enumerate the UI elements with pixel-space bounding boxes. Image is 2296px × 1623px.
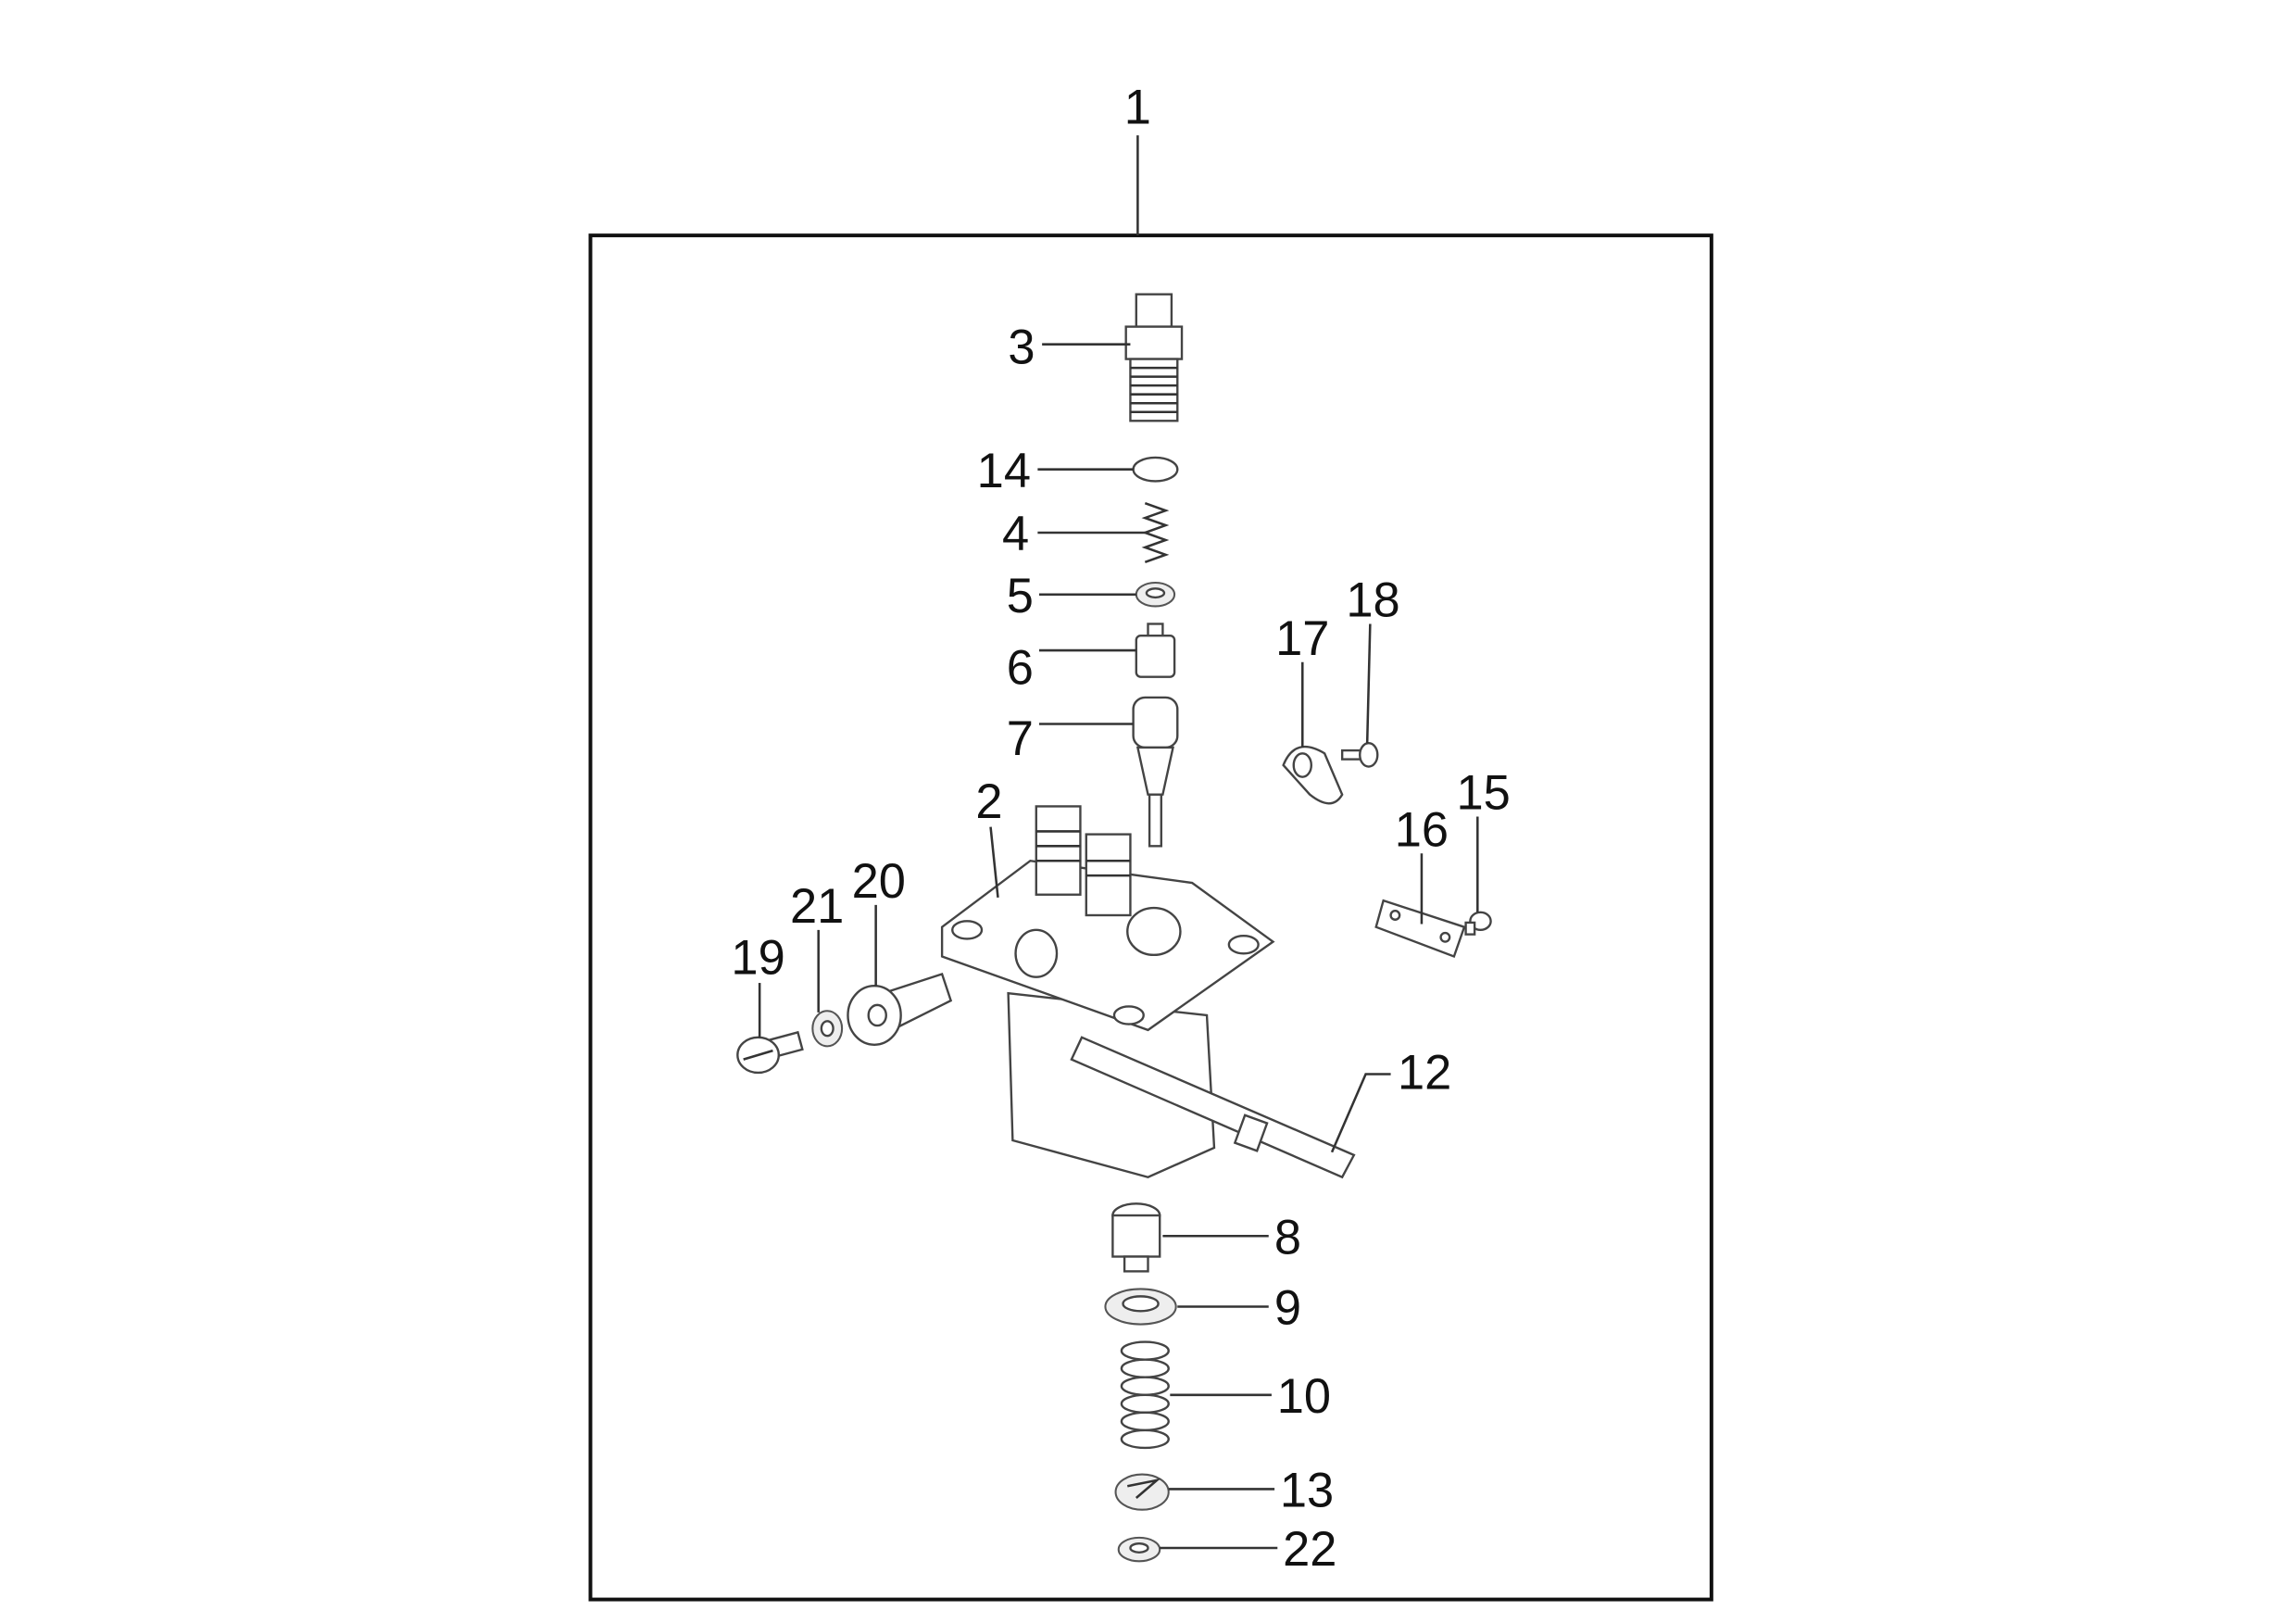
callout-10: 10 [1277, 1370, 1331, 1424]
callout-15: 15 [1457, 767, 1511, 821]
callout-7: 7 [1007, 712, 1034, 766]
callout-9: 9 [1274, 1282, 1301, 1336]
callout-12: 12 [1398, 1046, 1451, 1100]
part-13-retainer [1114, 1473, 1170, 1511]
callout-22: 22 [1283, 1523, 1336, 1577]
part-19-screw [736, 1030, 804, 1075]
part-3-valve-holder [1124, 293, 1184, 422]
part-10-spring [1120, 1340, 1170, 1450]
part-9-spring-seat [1104, 1288, 1177, 1326]
callout-16: 16 [1395, 803, 1449, 857]
callout-3: 3 [1008, 321, 1035, 374]
part-12-control-rod [1070, 1036, 1356, 1179]
part-6-valve [1135, 623, 1176, 678]
part-4-spring [1141, 502, 1170, 563]
callout-20: 20 [852, 855, 906, 909]
part-14-o-ring [1132, 456, 1179, 483]
assembly-frame [588, 233, 1713, 1602]
part-21-washer [811, 1010, 844, 1048]
callout-17: 17 [1275, 612, 1329, 666]
callout-8: 8 [1274, 1211, 1301, 1264]
part-16-plate [1374, 899, 1466, 959]
part-22-washer [1117, 1536, 1161, 1563]
callout-19: 19 [731, 932, 784, 986]
callout-4: 4 [1002, 508, 1029, 561]
part-20-banjo-bolt [847, 973, 953, 1046]
callout-2: 2 [975, 775, 1002, 829]
part-18-screw [1340, 741, 1379, 768]
part-7-plunger [1132, 696, 1179, 848]
callout-14: 14 [977, 445, 1031, 498]
callouts: 3 14 4 5 6 7 2 17 18 15 16 20 21 19 12 8… [731, 321, 1510, 1577]
part-15-screw [1464, 911, 1492, 936]
part-5-washer [1135, 581, 1176, 608]
callout-21: 21 [790, 880, 844, 934]
callout-1: 1 [1124, 81, 1151, 134]
callout-13: 13 [1280, 1465, 1334, 1518]
callout-18: 18 [1346, 574, 1399, 628]
part-17-bracket [1282, 745, 1344, 805]
part-2-pump-body [940, 805, 1275, 1178]
callout-5: 5 [1007, 570, 1034, 623]
part-8-tappet [1111, 1202, 1161, 1273]
callout-6: 6 [1007, 642, 1034, 696]
